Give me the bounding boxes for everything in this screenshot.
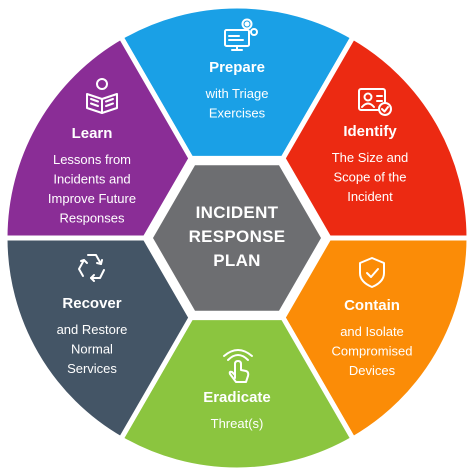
segment-title-contain: Contain — [344, 297, 400, 314]
center-title-line-2: RESPONSE — [189, 227, 286, 246]
segment-title-recover: Recover — [62, 295, 121, 312]
segment-title-eradicate: Eradicate — [203, 389, 271, 406]
shield-check-icon — [359, 257, 385, 288]
wheel-segments — [2, 3, 472, 473]
segment-subtitle-eradicate-1: Threat(s) — [211, 416, 264, 431]
segment-subtitle-recover-1: and Restore — [57, 322, 128, 337]
segment-contain — [280, 235, 472, 443]
segment-subtitle-learn-1: Lessons from — [53, 152, 131, 167]
segment-learn — [2, 33, 194, 241]
segment-prepare — [117, 3, 357, 161]
center-hexagon-fill — [153, 165, 321, 311]
segment-subtitle-recover-2: Normal — [71, 342, 113, 357]
center-title-line-1: INCIDENT — [196, 203, 279, 222]
reading-person-icon — [86, 78, 118, 114]
segment-subtitle-contain-1: and Isolate — [340, 324, 404, 339]
segment-subtitle-identify-3: Incident — [347, 189, 393, 204]
recycle-icon — [78, 254, 105, 282]
segment-identify — [280, 33, 472, 241]
segment-subtitle-prepare-1: with Triage — [205, 86, 269, 101]
center-title-line-3: PLAN — [213, 251, 260, 270]
segment-subtitle-recover-3: Services — [67, 361, 117, 376]
segment-icons — [78, 18, 392, 383]
segment-subtitle-learn-4: Responses — [59, 211, 125, 226]
segment-title-identify: Identify — [343, 123, 397, 140]
segment-eradicate — [117, 315, 357, 473]
segment-subtitle-identify-1: The Size and — [332, 150, 409, 165]
id-card-check-icon — [358, 88, 392, 116]
computer-gears-icon — [224, 18, 258, 51]
segment-subtitle-learn-2: Incidents and — [53, 172, 130, 187]
segment-recover — [2, 235, 194, 443]
segment-subtitle-learn-3: Improve Future — [48, 191, 136, 206]
segment-title-learn: Learn — [72, 125, 113, 142]
segment-subtitle-prepare-2: Exercises — [209, 106, 266, 121]
touch-hand-icon — [223, 349, 253, 383]
segment-subtitle-contain-2: Compromised — [332, 344, 413, 359]
segment-title-prepare: Prepare — [209, 59, 265, 76]
segment-subtitle-identify-2: Scope of the — [334, 170, 407, 185]
center-hexagon: INCIDENT RESPONSE PLAN — [145, 158, 329, 318]
segment-subtitle-contain-3: Devices — [349, 363, 396, 378]
